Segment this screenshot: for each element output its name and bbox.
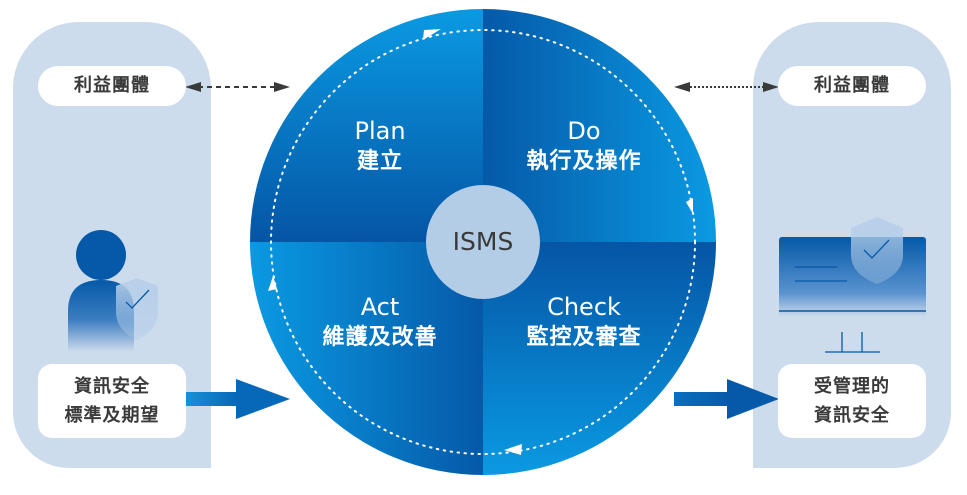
cycle-dotted-ring bbox=[270, 29, 696, 455]
requirements-box: 資訊安全 標準及期望 bbox=[38, 364, 186, 438]
monitor-shield-icon bbox=[779, 217, 926, 353]
quadrant-check bbox=[483, 242, 716, 475]
cycle-arrowhead-plan-icon bbox=[423, 29, 441, 40]
plan-en-label: Plan bbox=[354, 117, 406, 145]
plan-zh-label: 建立 bbox=[356, 149, 403, 174]
outcome-line-2: 資訊安全 bbox=[814, 405, 890, 426]
stakeholder-pill-right: 利益團體 bbox=[778, 66, 926, 106]
outcome-box: 受管理的 資訊安全 bbox=[778, 364, 926, 438]
check-zh-label: 監控及審查 bbox=[526, 325, 642, 350]
quadrant-act bbox=[250, 242, 483, 475]
quadrant-label-act: Act 維護及改善 bbox=[280, 292, 480, 354]
isms-center-label: ISMS bbox=[452, 227, 514, 256]
stakeholder-pill-left: 利益團體 bbox=[38, 66, 186, 106]
quadrant-do bbox=[483, 9, 716, 242]
cycle-arrowhead-act-icon bbox=[268, 276, 277, 291]
outcome-line-1: 受管理的 bbox=[814, 376, 890, 397]
requirements-line-2: 標準及期望 bbox=[64, 405, 160, 426]
isms-center-circle bbox=[426, 185, 540, 299]
quadrant-label-do: Do 執行及操作 bbox=[484, 116, 684, 178]
right-dotted-double-arrow-icon bbox=[674, 82, 779, 92]
quadrant-plan bbox=[250, 9, 483, 242]
quadrant-label-plan: Plan 建立 bbox=[280, 116, 480, 178]
do-zh-label: 執行及操作 bbox=[526, 149, 642, 174]
person-shield-icon bbox=[68, 230, 158, 352]
cycle-arrowhead-check-icon bbox=[504, 444, 522, 455]
act-en-label: Act bbox=[360, 293, 400, 321]
input-arrow-icon bbox=[186, 379, 290, 419]
requirements-line-1: 資訊安全 bbox=[74, 376, 150, 397]
left-dashed-double-arrow-icon bbox=[185, 82, 290, 92]
quadrant-label-check: Check 監控及審查 bbox=[484, 292, 684, 354]
cycle-arrowhead-do-icon bbox=[686, 198, 693, 214]
do-en-label: Do bbox=[567, 117, 601, 145]
check-en-label: Check bbox=[547, 293, 621, 321]
output-arrow-icon bbox=[674, 379, 779, 419]
act-zh-label: 維護及改善 bbox=[322, 325, 438, 350]
